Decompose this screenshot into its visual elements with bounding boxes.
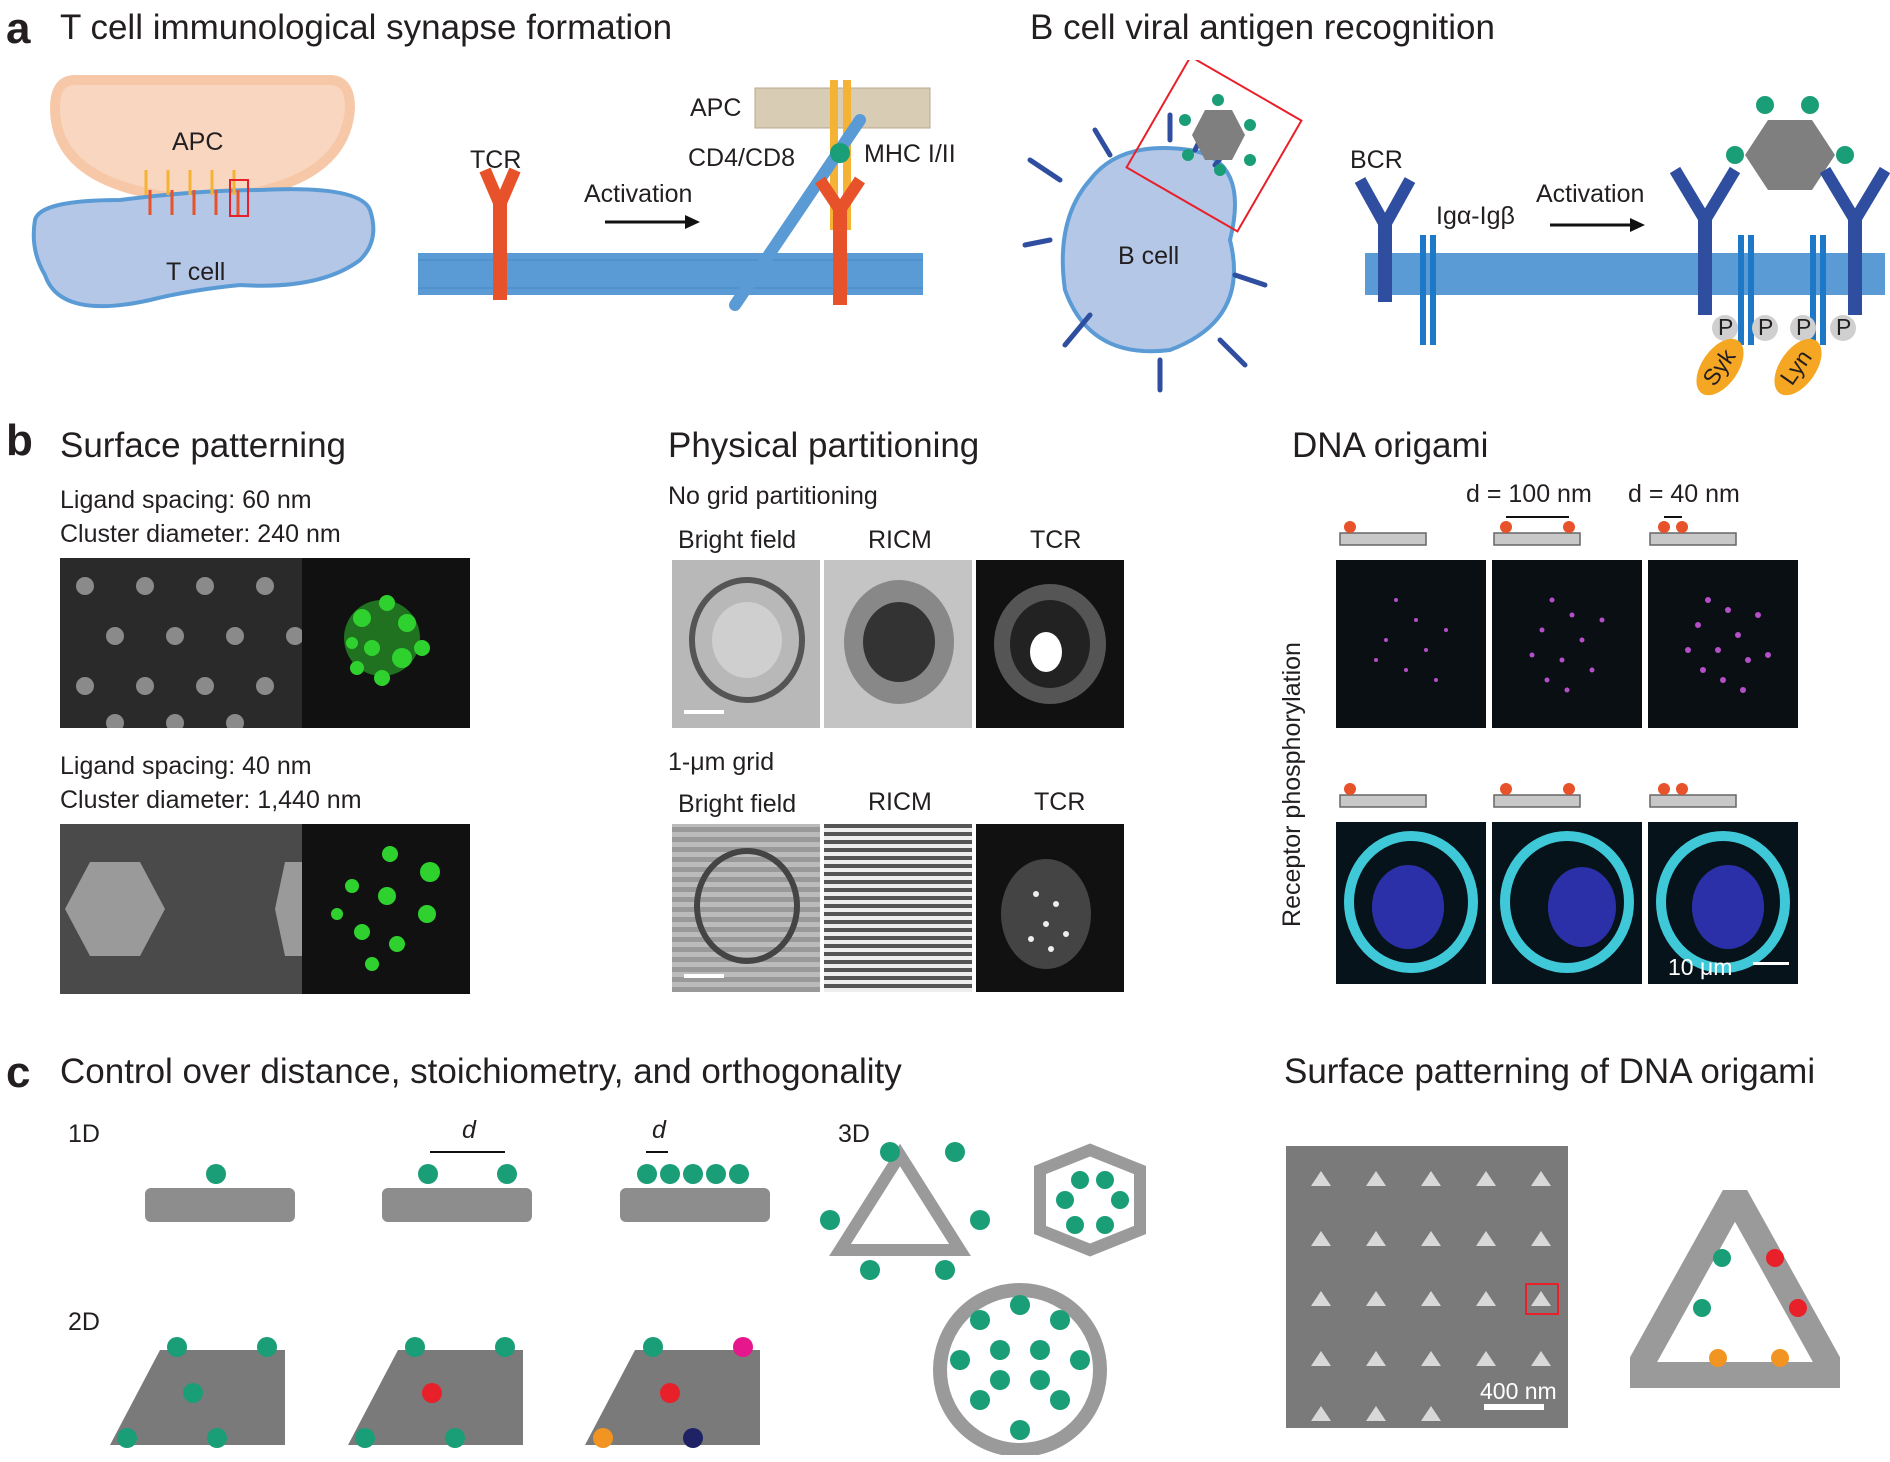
tcr-grid-image [976,824,1124,992]
label-1d: 1D [68,1120,100,1148]
cell-image-100nm [1492,822,1642,984]
surface-patterning-title: Surface patterning [60,426,347,465]
col-header-ricm-1: RICM [868,526,932,554]
activation-label-b: Activation [1536,180,1645,208]
col-header-bright-field-2: Bright field [678,790,797,818]
phospho-label-3: P [1796,314,1812,340]
phospho-image-40nm [1648,560,1798,728]
tcr-cluster-image-40nm [302,824,470,994]
d-label-1: d [462,1116,476,1144]
label-3d: 3D [838,1120,870,1148]
bcr-label: BCR [1350,146,1403,174]
t-cell-synapse-title: T cell immunological synapse formation [60,8,673,47]
b-cell-label: B cell [1118,242,1180,270]
control-title: Control over distance, stoichiometry, an… [60,1052,902,1091]
panel-letter-a: a [6,4,31,53]
cell-image-single [1336,822,1486,984]
activation-label: Activation [584,180,693,208]
apc-label: APC [172,128,224,156]
phospho-label-2: P [1758,314,1774,340]
label-2d: 2D [68,1308,100,1336]
ricm-grid-image [824,824,972,992]
dna-origami-schematics [1339,516,1737,808]
row2-spacing: Ligand spacing: 40 nm [60,752,312,780]
phospho-image-single [1336,560,1486,728]
t-cell-label: T cell [166,258,226,286]
iga-igb-label: Igα-Igβ [1436,202,1515,230]
scale-bar-400nm: 400 nm [1480,1378,1557,1404]
col-header-tcr-2: TCR [1034,788,1086,816]
b-cell-recognition-title: B cell viral antigen recognition [1030,8,1495,47]
col-header-bright-field-1: Bright field [678,526,797,554]
tcr-no-grid-image [976,560,1124,728]
apc-membrane-label: APC [690,94,742,122]
bright-field-grid-image [672,824,820,992]
cell-image-40nm [1648,822,1798,984]
dna-origami-title: DNA origami [1292,426,1489,465]
scale-bar-10um: 10 μm [1668,954,1733,980]
origami-1d-2d-3d-schematics [110,1142,1146,1455]
mhc-label: MHC I/II [864,140,956,168]
physical-partitioning-title: Physical partitioning [668,426,980,465]
afm-image [1286,1146,1568,1428]
col-header-tcr-1: TCR [1030,526,1082,554]
d100-label: d = 100 nm [1466,480,1592,508]
surface-pattern-image-60nm [60,558,302,728]
row2-diameter: Cluster diameter: 1,440 nm [60,786,362,814]
panel-letter-b: b [6,416,33,465]
row1-spacing: Ligand spacing: 60 nm [60,486,312,514]
receptor-phosphorylation-label: Receptor phosphorylation [1277,642,1306,927]
phospho-image-100nm [1492,560,1642,728]
phospho-label-4: P [1836,314,1852,340]
cd4-cd8-label: CD4/CD8 [688,144,795,172]
col-header-ricm-2: RICM [868,788,932,816]
no-grid-label: No grid partitioning [668,482,878,510]
ricm-no-grid-image [824,560,972,728]
tcr-cluster-image-60nm [302,558,470,728]
bright-field-no-grid-image [672,560,820,728]
d40-label: d = 40 nm [1628,480,1740,508]
b-cell-recognition-diagram [1022,60,1890,396]
tcr-label: TCR [470,146,522,174]
surface-origami-title: Surface patterning of DNA origami [1284,1052,1816,1091]
phospho-label-1: P [1718,314,1734,340]
surface-pattern-image-40nm [60,824,302,994]
panel-letter-c: c [6,1048,31,1097]
row1-diameter: Cluster diameter: 240 nm [60,520,341,548]
grid-label: 1-μm grid [668,748,775,776]
d-label-2: d [652,1116,666,1144]
t-cell-synapse-diagram [31,75,931,311]
triangle-origami-schematic [1630,1190,1840,1388]
